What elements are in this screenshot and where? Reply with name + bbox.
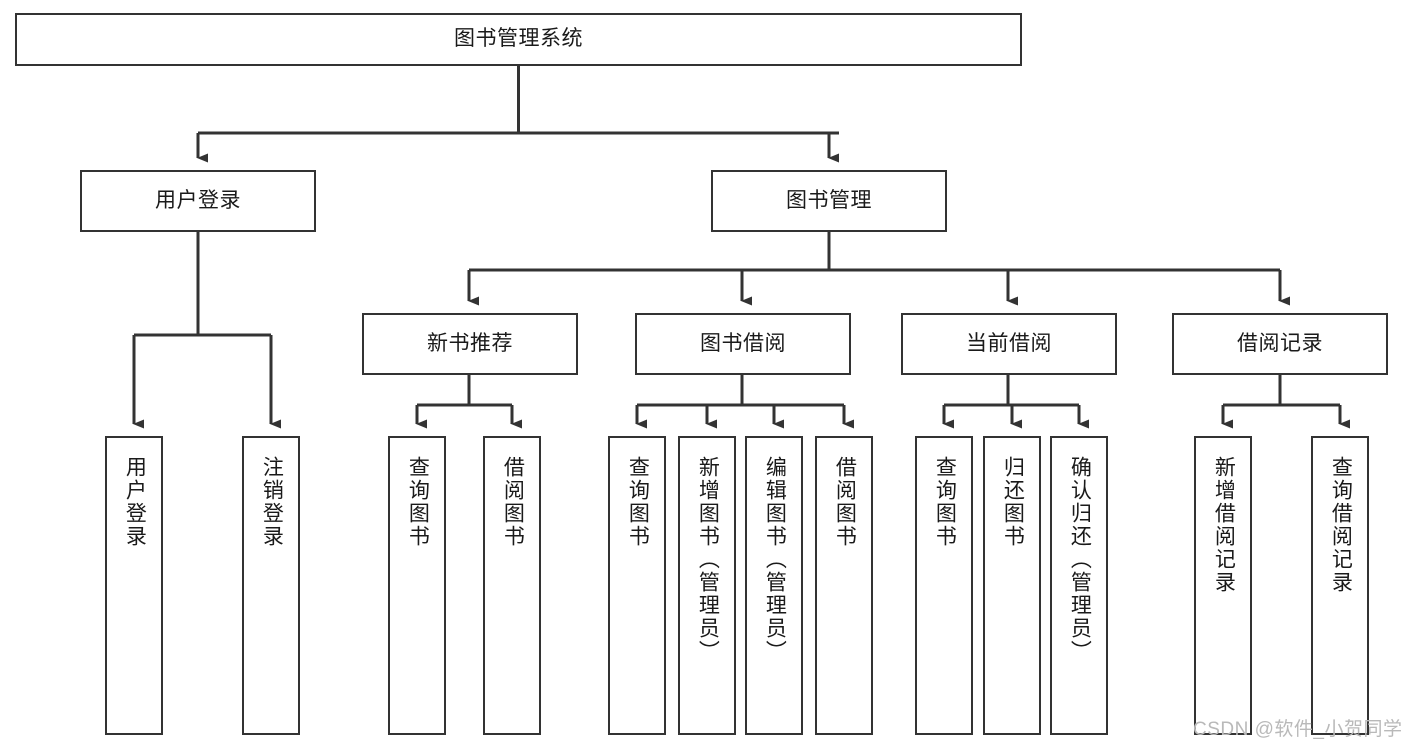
node-leaf-query-book-2[interactable]: 查询图书	[608, 436, 666, 735]
node-leaf-return-book-label: 归还图书	[1001, 456, 1025, 548]
node-leaf-query-borrow-record[interactable]: 查询借阅记录	[1311, 436, 1369, 735]
node-leaf-add-borrow-record-label: 新增借阅记录	[1212, 456, 1236, 594]
node-leaf-borrow-book-1[interactable]: 借阅图书	[483, 436, 541, 735]
node-book-manage[interactable]: 图书管理	[711, 170, 947, 232]
csdn-watermark: CSDN @软件_小贺同学	[1193, 719, 1403, 740]
node-borrow-record-label: 借阅记录	[1237, 331, 1323, 355]
node-leaf-add-borrow-record[interactable]: 新增借阅记录	[1194, 436, 1252, 735]
node-leaf-user-login-label: 用户登录	[123, 456, 147, 548]
node-leaf-query-book-3-label: 查询图书	[933, 456, 957, 548]
node-leaf-confirm-return-label: 确认归还（管理员）	[1068, 456, 1092, 663]
node-leaf-edit-book-label: 编辑图书（管理员）	[763, 456, 787, 663]
node-leaf-borrow-book-2[interactable]: 借阅图书	[815, 436, 873, 735]
node-root[interactable]: 图书管理系统	[15, 13, 1022, 66]
node-leaf-borrow-book-2-label: 借阅图书	[833, 456, 857, 548]
node-leaf-add-book-label: 新增图书（管理员）	[696, 456, 720, 663]
node-new-book-recommend-label: 新书推荐	[427, 331, 513, 355]
node-leaf-logout[interactable]: 注销登录	[242, 436, 300, 735]
node-leaf-query-book-2-label: 查询图书	[626, 456, 650, 548]
node-user-login-label: 用户登录	[155, 188, 241, 212]
node-borrow-record[interactable]: 借阅记录	[1172, 313, 1388, 375]
node-leaf-add-book[interactable]: 新增图书（管理员）	[678, 436, 736, 735]
node-leaf-logout-label: 注销登录	[260, 456, 284, 548]
node-leaf-query-book-3[interactable]: 查询图书	[915, 436, 973, 735]
node-book-borrow[interactable]: 图书借阅	[635, 313, 851, 375]
node-leaf-user-login[interactable]: 用户登录	[105, 436, 163, 735]
node-book-manage-label: 图书管理	[786, 188, 872, 212]
node-book-borrow-label: 图书借阅	[700, 331, 786, 355]
node-leaf-edit-book[interactable]: 编辑图书（管理员）	[745, 436, 803, 735]
node-leaf-query-borrow-record-label: 查询借阅记录	[1329, 456, 1353, 594]
node-current-borrow[interactable]: 当前借阅	[901, 313, 1117, 375]
node-leaf-confirm-return[interactable]: 确认归还（管理员）	[1050, 436, 1108, 735]
node-leaf-return-book[interactable]: 归还图书	[983, 436, 1041, 735]
node-leaf-borrow-book-1-label: 借阅图书	[501, 456, 525, 548]
node-user-login[interactable]: 用户登录	[80, 170, 316, 232]
node-leaf-query-book-1-label: 查询图书	[406, 456, 430, 548]
node-new-book-recommend[interactable]: 新书推荐	[362, 313, 578, 375]
node-root-label: 图书管理系统	[454, 27, 583, 51]
node-current-borrow-label: 当前借阅	[966, 331, 1052, 355]
node-leaf-query-book-1[interactable]: 查询图书	[388, 436, 446, 735]
